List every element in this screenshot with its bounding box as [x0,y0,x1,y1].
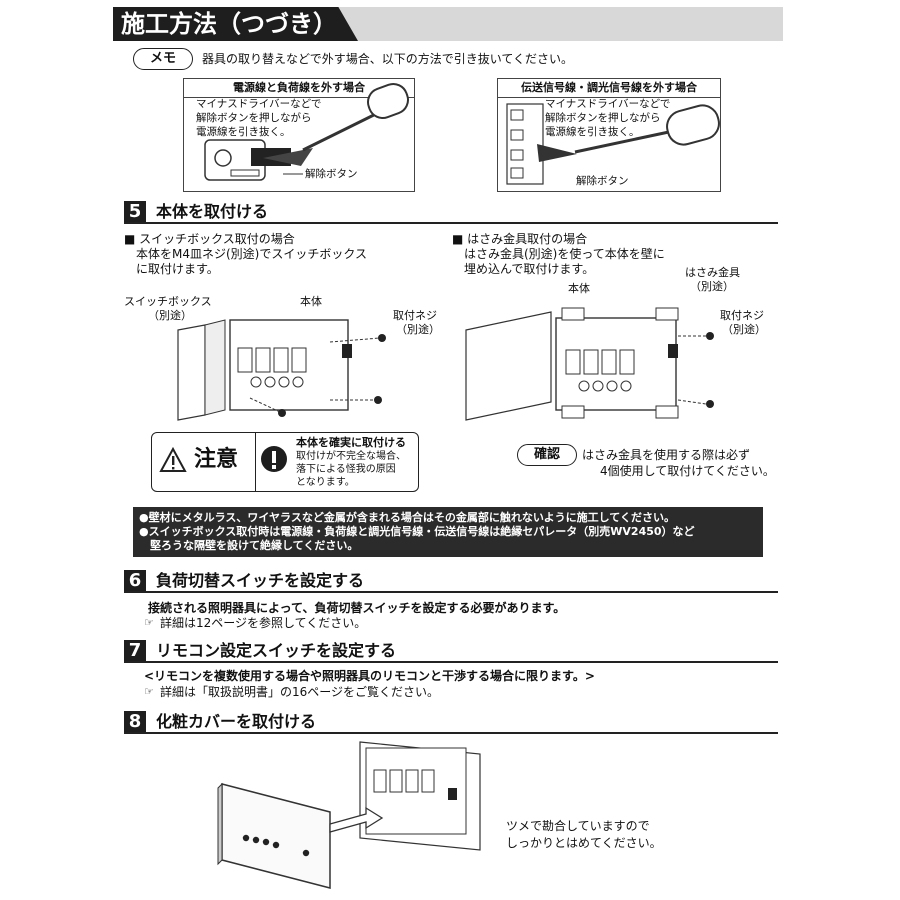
note-line-3: 堅ろうな隔壁を設けて絶縁してください。 [139,539,359,552]
s5-left-label-box-2: （別途） [148,309,192,322]
s8-line-1: ツメで勘合していますので [506,819,650,833]
section-5-number: 5 [124,201,146,223]
s6-line-2: 詳細は12ページを参照してください。 [160,616,367,630]
note-line-1: ●壁材にメタルラス、ワイヤラスなど金属が含まれる場合はその金属部に触れないように… [139,511,675,524]
memo-badge: メモ [133,48,193,70]
memo-right-button-label: 解除ボタン [576,175,629,187]
s5-left-label-body: 本体 [300,295,322,308]
memo-left-instr-3: 電源線を引き抜く。 [196,126,291,138]
confirm-line-1: はさみ金具を使用する際は必ず [582,448,751,462]
memo-right-instr-1: マイナスドライバーなどで [545,98,671,110]
screwdriver-illustration-right [506,103,720,185]
s6-ref-icon: ☞ [144,616,154,629]
s5-right-line-1: はさみ金具(別途)を使って本体を壁に [464,247,665,261]
caution-line-1: 取付けが不完全な場合、 [296,451,406,462]
section-7-rule [124,661,778,663]
section-5-title: 本体を取付ける [156,202,269,221]
s5-right-label-screw-1: 取付ネジ [720,309,764,322]
section-6-title: 負荷切替スイッチを設定する [156,571,365,590]
section-8-number: 8 [124,711,146,733]
s7-line-2: 詳細は「取扱説明書」の16ページをご覧ください。 [160,685,440,699]
section-7-title: リモコン設定スイッチを設定する [156,641,397,660]
caution-line-2: 落下による怪我の原因 [296,464,396,475]
warning-triangle-icon [159,446,187,472]
screwdriver-illustration-left [204,83,409,181]
caution-head: 本体を確実に取付ける [296,436,406,449]
s5-left-line-1: 本体をM4皿ネジ(別途)でスイッチボックス [136,247,367,261]
memo-left-title: 電源線と負荷線を外す場合 [184,79,414,98]
note-line-2: ●スイッチボックス取付時は電源線・負荷線と調光信号線・伝送信号線は絶縁セパレータ… [139,525,695,538]
section-8-title: 化粧カバーを取付ける [156,712,317,731]
exclamation-icon [261,446,287,472]
memo-right-instr-3: 電源線を引き抜く。 [545,126,640,138]
memo-right-instr-2: 解除ボタンを押しながら [545,112,661,124]
switchbox-mount-illustration [177,319,386,421]
memo-left-button-label: 解除ボタン [305,168,358,180]
s5-left-label-screw-1: 取付ネジ [393,309,437,322]
s7-line-1: <リモコンを複数使用する場合や照明器具のリモコンと干渉する場合に限ります。> [144,669,595,683]
s5-right-label-clip-1: はさみ金具 [685,266,740,279]
memo-right-title: 伝送信号線・調光信号線を外す場合 [498,79,720,98]
cover-attach-illustration [217,741,481,889]
confirm-line-2: 4個使用して取付けてください。 [600,464,775,478]
s5-right-label-clip-2: （別途） [690,280,734,293]
section-6-number: 6 [124,570,146,592]
section-5-rule [124,222,778,224]
s6-line-1: 接続される照明器具によって、負荷切替スイッチを設定する必要があります。 [148,601,566,615]
memo-left-instr-2: 解除ボタンを押しながら [196,112,312,124]
s5-right-label-screw-2: （別途） [722,323,766,336]
page-title: 施工方法（つづき） [113,7,358,41]
s5-left-heading: ■ スイッチボックス取付の場合 [124,232,295,246]
caution-divider [255,432,256,492]
s5-right-line-2: 埋め込んで取付けます。 [464,262,595,276]
memo-left-instr-1: マイナスドライバーなどで [196,98,322,110]
s5-left-label-box-1: スイッチボックス [124,295,212,308]
installation-notes: ●壁材にメタルラス、ワイヤラスなど金属が含まれる場合はその金属部に触れないように… [133,507,763,557]
s5-right-heading: ■ はさみ金具取付の場合 [452,232,588,246]
clip-mount-illustration [465,307,714,421]
caution-label: 注意 [194,447,239,472]
s5-left-label-screw-2: （別途） [396,323,440,336]
s5-right-label-body: 本体 [568,282,590,295]
s8-line-2: しっかりとはめてください。 [506,836,662,850]
s5-left-line-2: に取付けます。 [136,262,219,276]
section-7-number: 7 [124,640,146,662]
s7-ref-icon: ☞ [144,685,154,698]
section-8-rule [124,732,778,734]
caution-line-3: となります。 [296,477,355,488]
section-6-rule [124,591,778,593]
confirm-badge: 確認 [517,444,577,466]
memo-text: 器具の取り替えなどで外す場合、以下の方法で引き抜いてください。 [202,52,574,66]
